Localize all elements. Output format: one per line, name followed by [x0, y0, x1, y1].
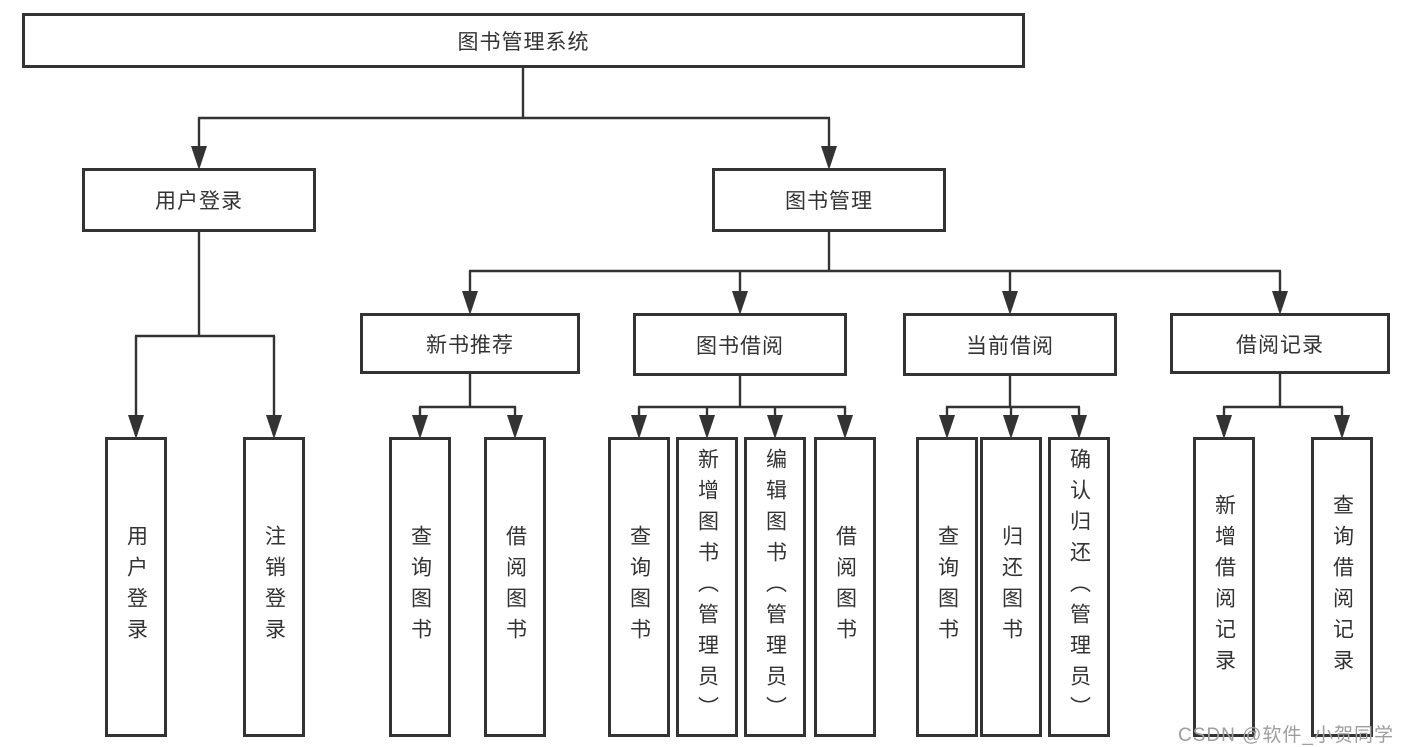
leaf-add-borrow-record: 新增借阅记录: [1193, 437, 1255, 737]
node-library-management-system: 图书管理系统: [22, 13, 1025, 68]
node-label: 借阅图书: [833, 525, 857, 649]
node-book-borrowing: 图书借阅: [633, 313, 847, 376]
node-label: 图书管理系统: [457, 30, 590, 54]
node-label: 归还图书: [999, 525, 1023, 649]
node-label: 用户登录: [124, 525, 148, 649]
node-label: 查询图书: [935, 525, 959, 649]
node-current-borrowing: 当前借阅: [903, 313, 1117, 376]
node-label: 编辑图书（管理员）: [763, 447, 787, 727]
node-book-management: 图书管理: [712, 168, 946, 232]
node-label: 图书借阅: [696, 334, 784, 358]
node-label: 新增借阅记录: [1212, 494, 1236, 680]
node-label: 借阅图书: [503, 525, 527, 649]
leaf-logout: 注销登录: [243, 437, 305, 737]
node-label: 查询借阅记录: [1330, 494, 1354, 680]
leaf-return-books: 归还图书: [980, 437, 1042, 737]
node-label: 确认归还（管理员）: [1067, 447, 1091, 727]
node-user-login: 用户登录: [82, 168, 316, 232]
leaf-add-books-admin: 新增图书（管理员）: [676, 437, 738, 737]
csdn-watermark: CSDN @软件_小贺同学: [1178, 725, 1394, 746]
node-label: 注销登录: [262, 525, 286, 649]
leaf-query-books-current: 查询图书: [916, 437, 978, 737]
node-label: 图书管理: [785, 190, 873, 213]
node-label: 查询图书: [627, 525, 651, 649]
leaf-borrow-books: 借阅图书: [814, 437, 876, 737]
leaf-user-login: 用户登录: [105, 437, 167, 737]
leaf-query-borrow-record: 查询借阅记录: [1311, 437, 1373, 737]
leaf-confirm-return-admin: 确认归还（管理员）: [1048, 437, 1110, 737]
leaf-borrow-books-recommend: 借阅图书: [484, 437, 546, 737]
node-label: 查询图书: [408, 525, 432, 649]
node-label: 当前借阅: [966, 334, 1054, 358]
leaf-edit-books-admin: 编辑图书（管理员）: [744, 437, 806, 737]
node-new-book-recommendation: 新书推荐: [360, 313, 580, 374]
leaf-query-books-recommend: 查询图书: [389, 437, 451, 737]
node-label: 借阅记录: [1236, 333, 1324, 357]
leaf-query-books-borrow: 查询图书: [608, 437, 670, 737]
node-borrowing-records: 借阅记录: [1170, 313, 1390, 374]
node-label: 新增图书（管理员）: [695, 447, 719, 727]
node-label: 新书推荐: [426, 333, 514, 357]
node-label: 用户登录: [155, 190, 243, 213]
